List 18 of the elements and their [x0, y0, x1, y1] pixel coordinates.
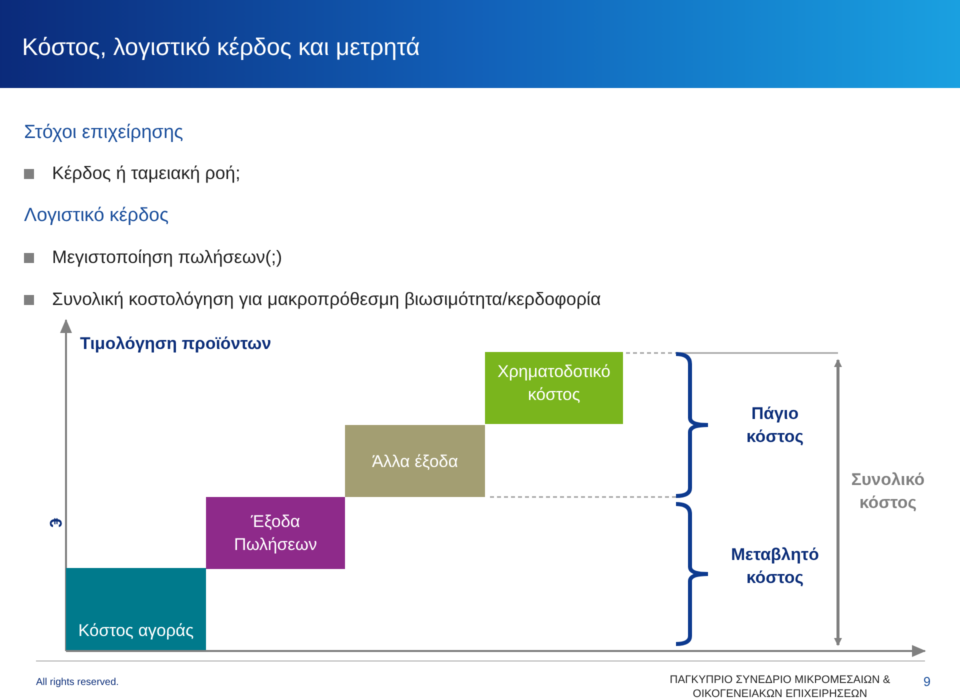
brace-label: Πάγιο κόστος [745, 403, 805, 448]
bullet-text: Συνολική κοστολόγηση για μακροπρόθεσμη βιωσιμότητα/κερδοφορία [52, 288, 601, 311]
section-heading: Λογιστικό κέρδος [24, 204, 169, 228]
cost-block: Άλλα έξοδα [345, 425, 485, 497]
section-heading: Στόχοι επιχείρησης [24, 121, 184, 145]
total-label: Συνολικό κόστος [850, 469, 926, 514]
chart-heading: Τιμολόγηση προϊόντων [80, 333, 272, 355]
footer-text: ΠΑΓΚΥΠΡΙΟ ΣΥΝΕΔΡΙΟ ΜΙΚΡΟΜΕΣΑΙΩΝ & ΟΙΚΟΓΕΝΕΙΑΚΩΝ ΕΠΙΧΕΙΡΗΣΕΩΝ [668, 673, 892, 698]
page-number: 9 [922, 673, 932, 691]
brace-label: Μεταβλητό κόστος [730, 544, 820, 589]
slide-title: Κόστος, λογιστικό κέρδος και μετρητά [22, 33, 420, 63]
axis-label: € [44, 517, 66, 530]
cost-block: Κόστος αγοράς [66, 568, 206, 650]
cost-block: Χρηματοδοτικό κόστος [485, 352, 623, 424]
bullet-text: Κέρδος ή ταμειακή ροή; [52, 162, 240, 185]
copyright-note: All rights reserved. [36, 676, 119, 690]
bullet-text: Μεγιστοποίηση πωλήσεων(;) [52, 246, 282, 269]
cost-block: Έξοδα Πωλήσεων [206, 497, 345, 569]
